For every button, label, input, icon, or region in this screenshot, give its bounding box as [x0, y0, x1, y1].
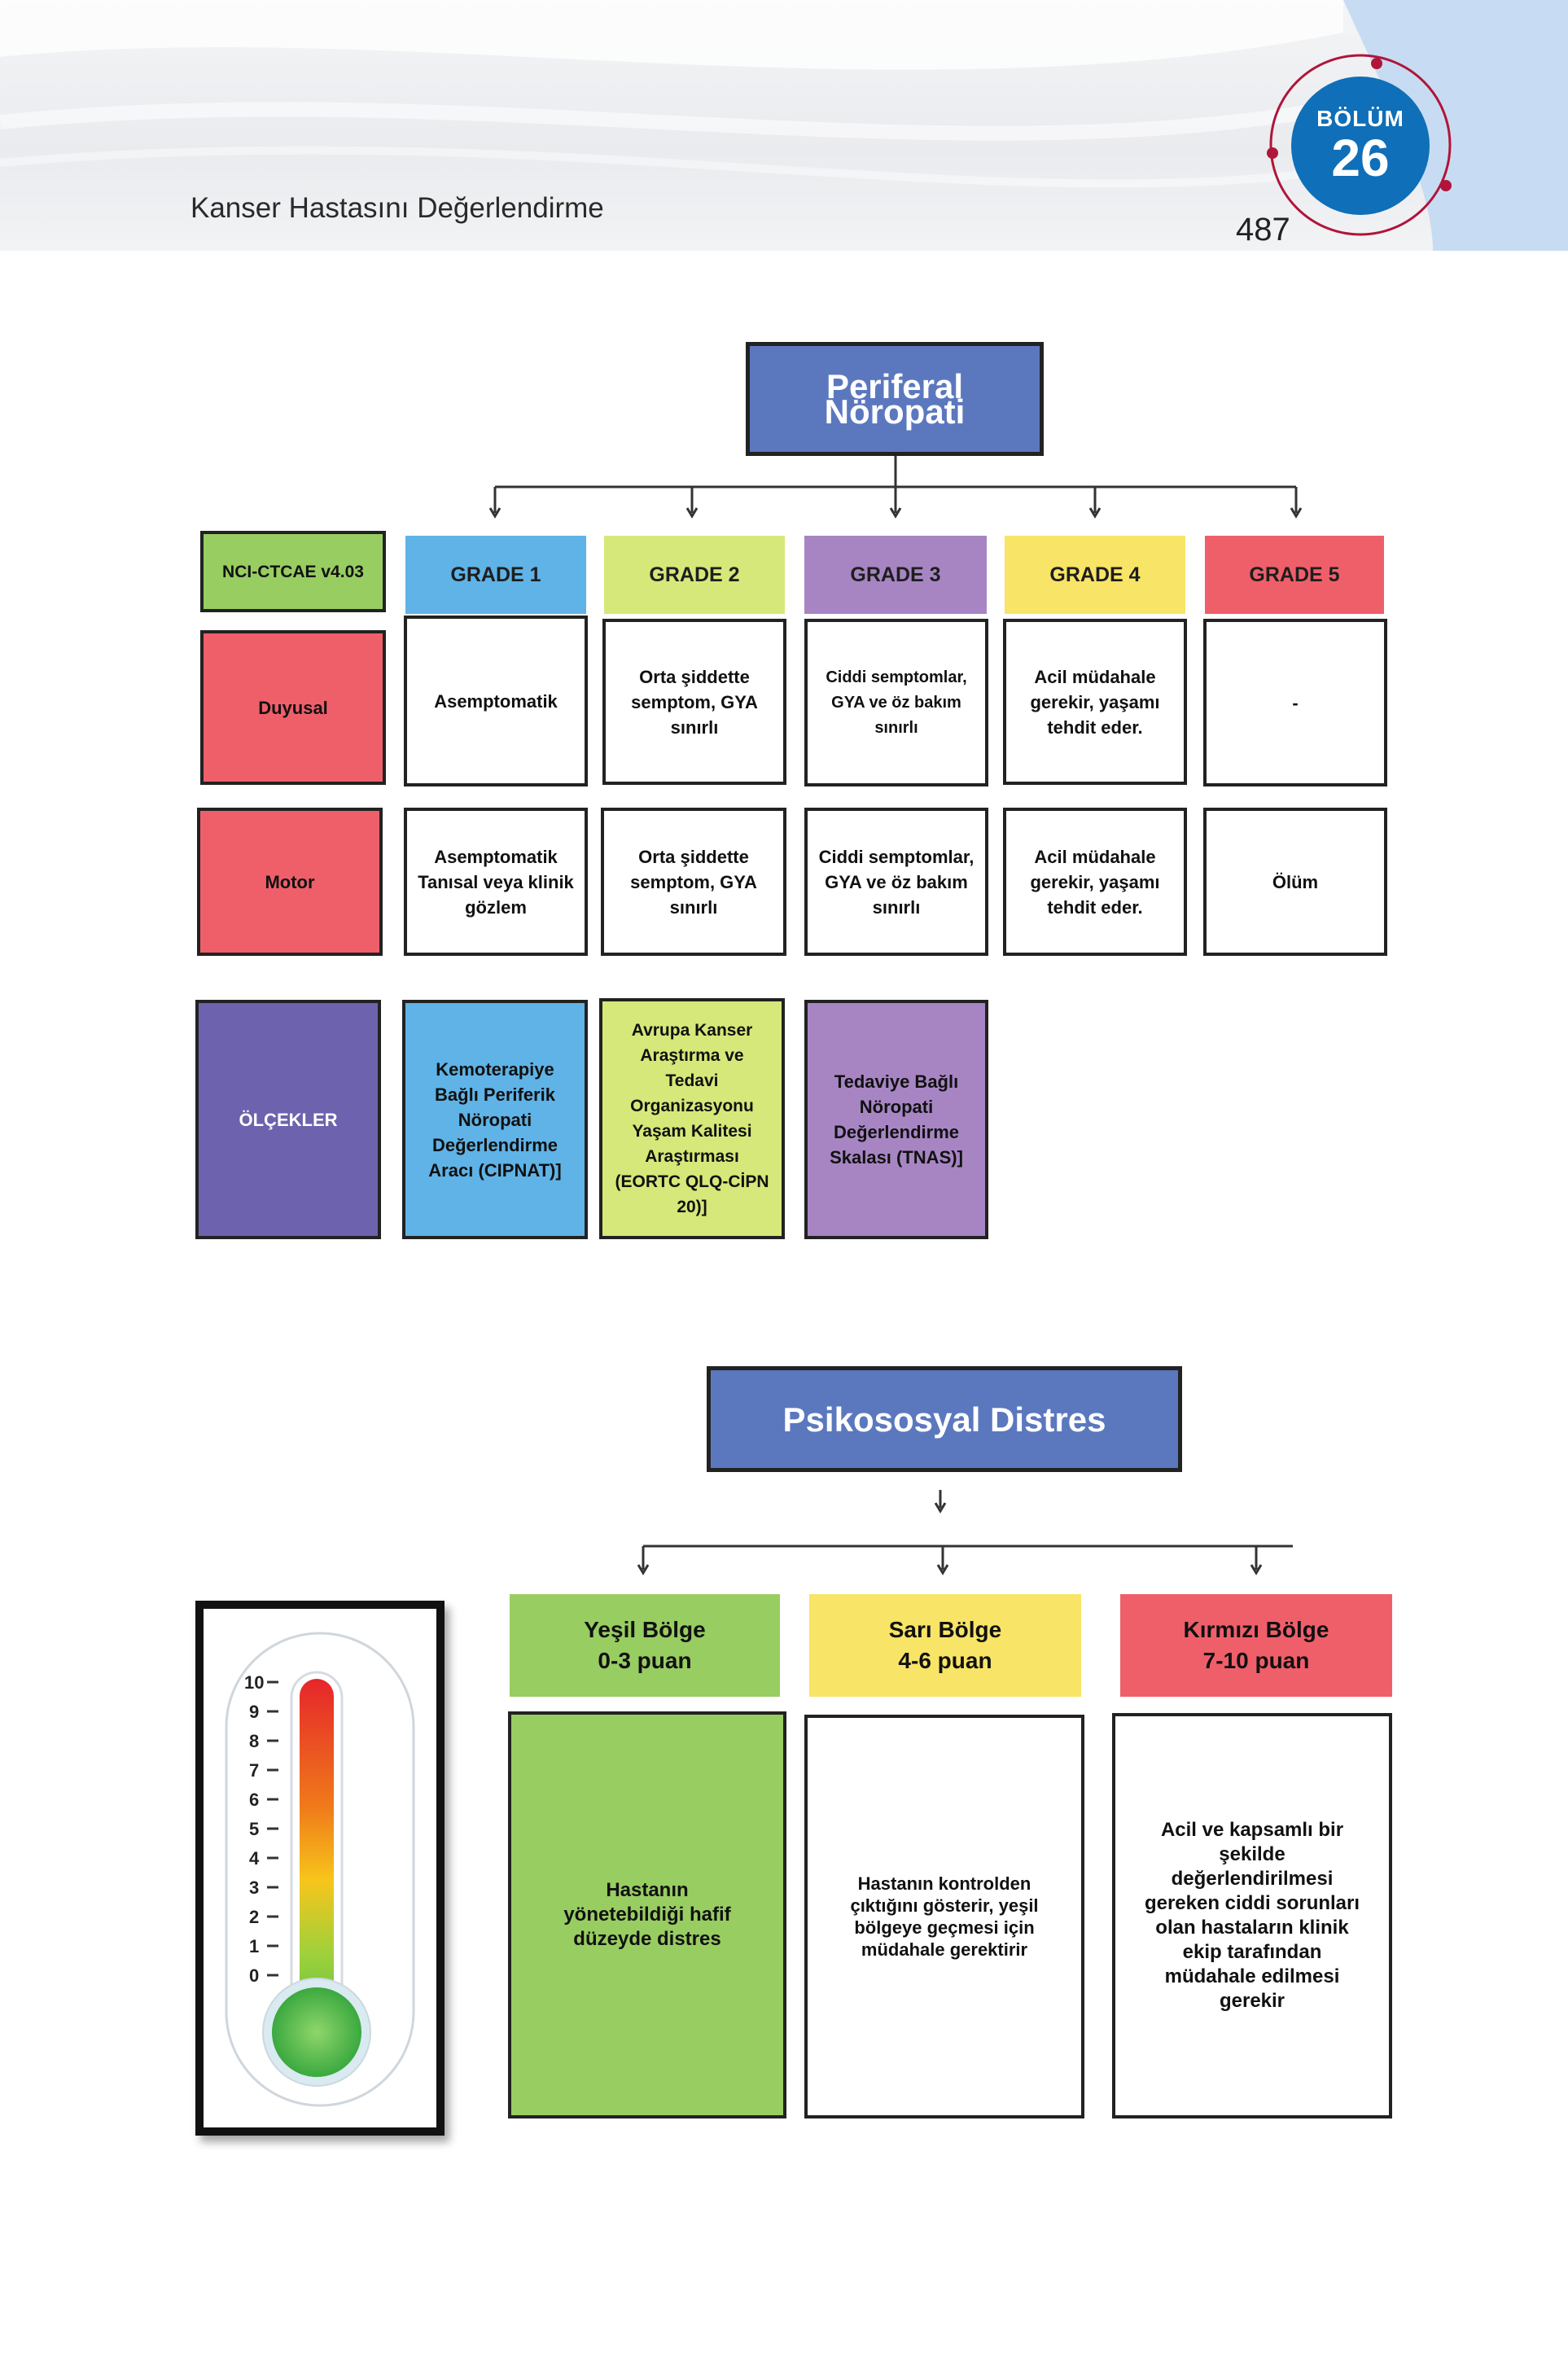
classification-label: NCI-CTCAE v4.03	[200, 531, 386, 612]
thermo-tick-7: 7	[249, 1760, 260, 1781]
scale-tnas: Tedaviye Bağlı Nöropati Değerlendirme Sk…	[804, 1000, 988, 1239]
sensory-grade-2: Orta şiddette semptom, GYA sınırlı	[602, 619, 786, 785]
motor-grade-1: Asemptomatik Tanısal veya klinik gözlem	[404, 808, 588, 956]
sensory-row-label: Duyusal	[200, 630, 386, 785]
neuropathy-title: Periferal Nöropati	[746, 342, 1044, 456]
thermo-tick-6: 6	[249, 1790, 260, 1810]
red-zone-range: 7-10 puan	[1202, 1648, 1310, 1673]
thermo-tick-0: 0	[249, 1965, 260, 1986]
sensory-grade-4: Acil müdahale gerekir, yaşamı tehdit ede…	[1003, 619, 1187, 785]
distress-connectors	[637, 1490, 1293, 1575]
grade-2-header: GRADE 2	[604, 536, 785, 614]
distress-title: Psikososyal Distres	[707, 1366, 1182, 1472]
green-zone-description: Hastanın yönetebildiği hafif düzeyde dis…	[508, 1711, 786, 2118]
grade-3-header: GRADE 3	[804, 536, 987, 614]
red-zone-header: Kırmızı Bölge 7-10 puan	[1120, 1594, 1392, 1697]
chapter-label: BÖLÜM	[1316, 106, 1404, 131]
sensory-grade-1: Asemptomatik	[404, 616, 588, 786]
motor-grade-4: Acil müdahale gerekir, yaşamı tehdit ede…	[1003, 808, 1187, 956]
green-zone-header: Yeşil Bölge 0-3 puan	[510, 1594, 780, 1697]
motor-grade-3: Ciddi semptomlar, GYA ve öz bakım sınırl…	[804, 808, 988, 956]
thermo-tick-2: 2	[249, 1907, 260, 1927]
neuropathy-connectors	[488, 456, 1303, 519]
chapter-number: 26	[1331, 129, 1390, 187]
thermo-tick-4: 4	[249, 1848, 260, 1869]
chapter-badge: BÖLÜM 26	[1291, 77, 1430, 215]
scale-cipnat: Kemoterapiye Bağlı Periferik Nöropati De…	[402, 1000, 588, 1239]
red-zone-description: Acil ve kapsamlı bir şekilde değerlendir…	[1112, 1713, 1392, 2118]
scale-eortc: Avrupa Kanser Araştırma ve Tedavi Organi…	[599, 998, 785, 1239]
thermo-tick-3: 3	[249, 1877, 260, 1898]
grade-1-header: GRADE 1	[405, 536, 586, 614]
thermo-tick-5: 5	[249, 1819, 260, 1839]
yellow-zone-description: Hastanın kontrolden çıktığını gösterir, …	[804, 1715, 1084, 2118]
motor-row-label: Motor	[197, 808, 383, 956]
green-zone-range: 0-3 puan	[598, 1648, 692, 1673]
distress-thermometer: 10 9 8 7 6 5 4 3 2 1 0	[195, 1601, 445, 2136]
sensory-grade-3: Ciddi semptomlar, GYA ve öz bakım sınırl…	[804, 619, 988, 786]
yellow-zone-header: Sarı Bölge 4-6 puan	[809, 1594, 1081, 1697]
thermometer-icon	[225, 1632, 415, 2107]
page-number: 487	[1236, 212, 1290, 248]
thermo-tick-9: 9	[249, 1702, 260, 1722]
sensory-grade-5: -	[1203, 619, 1387, 786]
thermo-tick-10: 10	[244, 1672, 265, 1693]
scales-row-label: ÖLÇEKLER	[195, 1000, 381, 1239]
header-decoration	[0, 0, 1568, 251]
grade-4-header: GRADE 4	[1005, 536, 1185, 614]
motor-grade-2: Orta şiddette semptom, GYA sınırlı	[601, 808, 786, 956]
thermo-tick-1: 1	[249, 1936, 260, 1956]
thermo-tick-8: 8	[249, 1731, 260, 1751]
green-zone-name: Yeşil Bölge	[584, 1617, 706, 1642]
running-title: Kanser Hastasını Değerlendirme	[191, 192, 604, 224]
yellow-zone-range: 4-6 puan	[898, 1648, 992, 1673]
red-zone-name: Kırmızı Bölge	[1183, 1617, 1329, 1642]
grade-5-header: GRADE 5	[1205, 536, 1384, 614]
yellow-zone-name: Sarı Bölge	[888, 1617, 1002, 1642]
motor-grade-5: Ölüm	[1203, 808, 1387, 956]
